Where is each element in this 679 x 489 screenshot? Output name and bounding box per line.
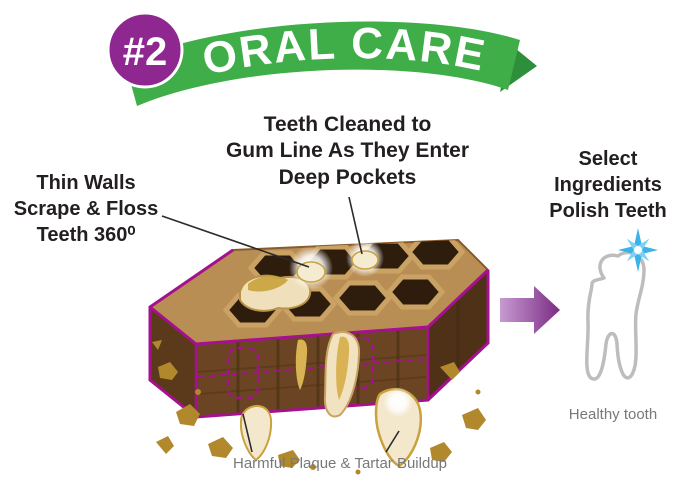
chew-left-face [150,307,196,417]
tooth-bottom-left [239,404,273,462]
healthy-tooth-label: Healthy tooth [568,406,658,423]
tooth-on-surface [239,274,312,312]
arrow-icon [500,286,560,334]
sparkle-icon [618,228,658,272]
plaque-splatters [152,340,486,475]
badge-circle [106,11,184,89]
callout-thin-walls: Thin Walls Scrape & Floss Teeth 360⁰ [13,172,159,246]
healthy-tooth-illustration [585,228,658,381]
entering-tooth-right [351,250,379,270]
entering-tooth-left [296,261,326,283]
dental-chew-illustration [148,238,490,475]
oral-care-banner: ORAL CARE #2 [106,11,537,107]
ribbon-band [125,21,520,107]
tooth-outline [585,250,646,381]
callout-select-ingredients: Select Ingredients Polish Teeth [549,148,667,222]
hanging-tooth [323,331,361,418]
harmful-plaque-label: Harmful Plaque & Tartar Buildup [233,455,447,472]
gold-drip-left [295,339,308,390]
callout-teeth-cleaned: Teeth Cleaned to Gum Line As They Enter … [225,113,470,189]
badge-number: #2 [123,30,168,74]
